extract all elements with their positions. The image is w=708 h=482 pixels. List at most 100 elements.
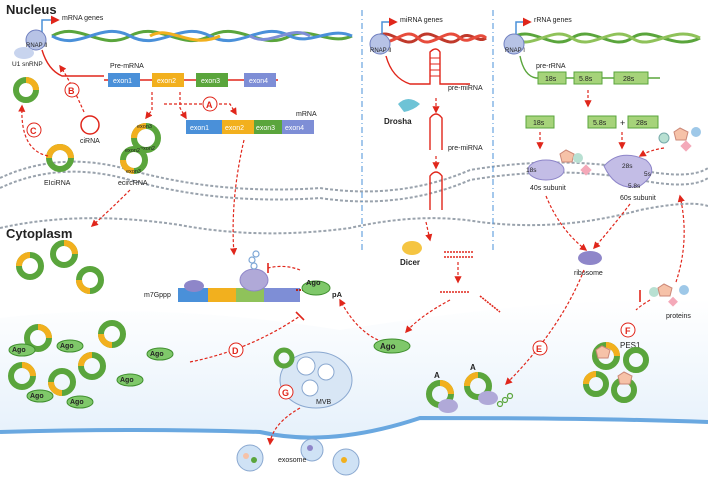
translating-circrna-1-exon <box>439 380 454 395</box>
polya-label: pA <box>332 290 343 299</box>
sponge-ago-3 <box>26 389 54 403</box>
marker-g-circle <box>278 384 294 400</box>
cyto-mrna-seg3 <box>236 288 264 302</box>
marker-e-circle <box>532 340 548 356</box>
mvb-label: MVB <box>316 399 332 406</box>
path-c-arrow <box>18 104 49 157</box>
elcirna-ring-intron <box>46 144 74 159</box>
rnap2-circ-label: RNAP II <box>26 43 48 49</box>
sponge-ago-2 <box>56 339 84 353</box>
mrna-exon4-label: exon4 <box>285 125 304 132</box>
pre-mrna-exon1 <box>108 73 140 87</box>
cytoplasm-label: Cytoplasm <box>6 226 72 241</box>
pre-mrna-exon3 <box>196 73 228 87</box>
free-ago-label: Ago <box>380 342 396 351</box>
mrna-exon2-label: exon2 <box>225 125 244 132</box>
drosha-label: Drosha <box>384 117 412 126</box>
cap-label: m7Gppp <box>144 292 171 299</box>
mvb-vesicles <box>296 356 335 397</box>
pre-mrna-tether <box>41 49 104 77</box>
ribosomal-proteins-cloud <box>559 127 701 176</box>
sponge-ago-6-label: Ago <box>150 351 164 358</box>
cell-membrane <box>0 415 708 440</box>
dicer-label: Dicer <box>400 258 420 267</box>
sponge-ago-4 <box>66 395 94 409</box>
translating-circrna-2-exon <box>464 372 479 387</box>
marker-d-circle <box>228 342 244 358</box>
subunit-60s-5s-label: 5s <box>644 171 652 178</box>
pri-mirna-hairpin <box>430 57 440 77</box>
drosha-enzyme <box>398 99 420 112</box>
sponge-cluster <box>8 320 126 396</box>
nascent-peptide <box>248 250 260 270</box>
exosome-label: exosome <box>278 457 307 464</box>
rnap1-label: RNAP I <box>505 48 525 54</box>
cirna-label: ciRNA <box>80 138 100 145</box>
pre-mirna-hairpin <box>429 113 443 150</box>
rrna-genes-label: rRNA genes <box>534 17 572 24</box>
cirna-ring <box>80 115 100 135</box>
mrna-exon4 <box>282 120 314 134</box>
pri-mirna-strand <box>385 48 470 85</box>
rnap1-polymerase <box>503 33 525 55</box>
cap-ribosome-small <box>184 280 204 292</box>
mvb-entering-circrna <box>273 347 295 369</box>
subunit-60s <box>603 154 653 188</box>
pre-mrna-exon3-label: exon3 <box>201 78 220 85</box>
pre-rrna-28s-label: 28s <box>623 76 635 83</box>
protein-import-arrow <box>675 194 685 283</box>
mrna-exon2 <box>222 120 254 134</box>
sponge-ago-1-label: Ago <box>12 347 26 354</box>
split-58s-label: 5.8s <box>593 120 607 127</box>
mrna-exon1-label: exon1 <box>190 125 209 132</box>
ecircrna-2-exon-label-a: exon2 <box>125 148 140 154</box>
pre-mrna-exon1-label: exon1 <box>113 78 132 85</box>
rrna-gene-arrow <box>515 17 532 36</box>
path-e-arrow <box>504 269 585 386</box>
ago-repression-arrow <box>267 265 301 271</box>
cell-body <box>0 299 708 438</box>
mirna-genes-label: miRNA genes <box>400 17 443 24</box>
ecircrna-2-exon-label-b: exon3 <box>126 169 141 175</box>
pre-mrna-exon4 <box>244 73 276 87</box>
pre-rrna-28s <box>613 71 649 85</box>
exosomes <box>236 438 360 476</box>
risc-loading-arrow <box>405 299 451 334</box>
nuclear-circrna-ring-exon2 <box>25 77 39 91</box>
ecircrna-exon-label-b: exon2 <box>140 146 155 152</box>
sponge-ago-4-label: Ago <box>70 399 84 406</box>
elcirna-label: EIciRNA <box>44 180 71 187</box>
cyto-mrna-seg4 <box>264 288 300 302</box>
translating-circrna-2-ribosome <box>478 391 498 405</box>
pri-mirna-label: pre-miRNA <box>448 85 483 92</box>
marker-b: B <box>68 86 75 96</box>
translated-a-label-1: A <box>434 371 440 380</box>
split-18s-label: 18s <box>533 120 545 127</box>
proteins-label: proteins <box>666 313 691 320</box>
mrna-exon1 <box>186 120 222 134</box>
nucleus-label: Nucleus <box>6 2 57 17</box>
marker-e: E <box>536 344 542 354</box>
exported-pre-mirna <box>429 171 443 210</box>
cyto-ribosome <box>578 251 602 265</box>
marker-c-circle <box>26 122 42 138</box>
mirna-duplex <box>444 251 474 258</box>
translating-ribosome <box>239 268 269 292</box>
ecircrna-ring-exon2 <box>131 123 147 139</box>
mrna-gene-arrow <box>41 15 60 34</box>
ecircrna-label: ecircRNA <box>118 180 148 187</box>
pre-mrna-exon2-label: exon2 <box>157 78 176 85</box>
cyto-mrna-seg1 <box>178 288 208 302</box>
marker-c: C <box>30 126 37 136</box>
mrna-export-arrow <box>229 139 245 256</box>
translating-circrna-1-ribosome <box>438 399 458 413</box>
pes1-label: PES1 <box>620 341 641 350</box>
subunit60-export-arrow <box>593 203 631 250</box>
mirna-gene-arrow <box>381 17 398 36</box>
marker-g: G <box>282 388 289 398</box>
sponge-ago-1 <box>8 343 36 357</box>
u1-snrnp-blob <box>14 47 34 59</box>
ecircrna-ring-2-exon2 <box>120 159 135 174</box>
sponge-ago-5 <box>116 373 144 387</box>
